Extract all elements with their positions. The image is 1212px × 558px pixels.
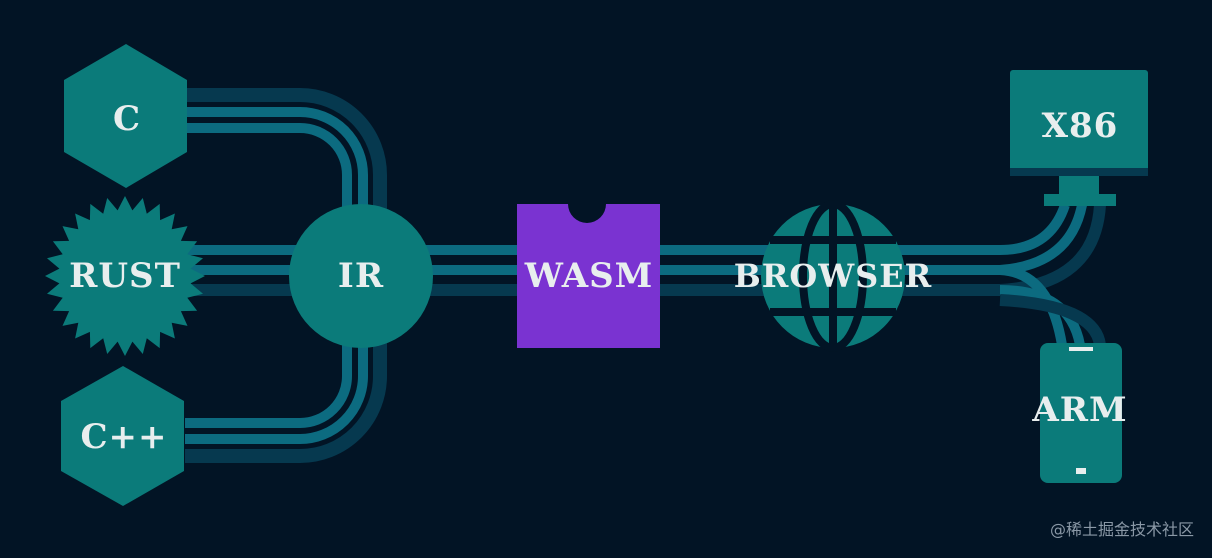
pipe-wasm-to-browser: [655, 245, 780, 296]
node-label-cpp: C++: [80, 417, 168, 457]
node-label-ir: IR: [337, 256, 385, 296]
cpp-hexagon: [61, 366, 184, 506]
arm-phone-icon: [1040, 343, 1122, 483]
node-label-c: C: [112, 99, 142, 139]
node-label-browser: BROWSER: [733, 257, 933, 295]
x86-monitor-icon: [1010, 70, 1148, 206]
pipe-browser-to-targets: [890, 203, 1106, 347]
pipe-c-to-ir: [185, 88, 387, 250]
node-label-x86: X86: [1041, 106, 1119, 146]
watermark: @稀土掘金技术社区: [1049, 520, 1194, 539]
c-hexagon: [64, 44, 187, 188]
browser-globe-icon: [761, 200, 905, 352]
pipe-rust-to-ir: [180, 245, 300, 296]
pipe-ir-to-wasm: [420, 245, 520, 296]
pipe-cpp-to-ir: [185, 300, 387, 463]
node-label-wasm: WASM: [524, 256, 654, 296]
node-label-rust: RUST: [69, 256, 181, 296]
ir-circle: [289, 204, 433, 348]
rust-gear: [45, 196, 205, 356]
node-label-arm: ARM: [1032, 390, 1128, 430]
wasm-tile: [517, 204, 660, 348]
